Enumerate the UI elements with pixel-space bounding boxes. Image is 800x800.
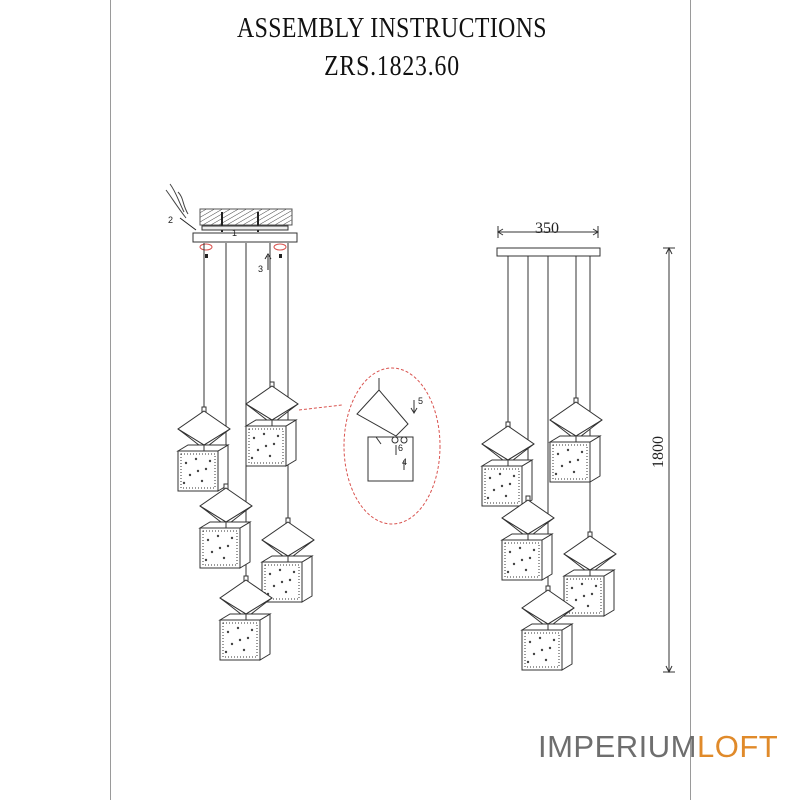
brand-part1: IMPERIUM <box>538 729 697 764</box>
step-label-4: 4 <box>402 457 407 467</box>
pendant-module <box>548 397 603 483</box>
height-dimension-label: 1800 <box>650 436 667 468</box>
pendant-module <box>562 531 617 617</box>
pendant-modules <box>176 381 617 671</box>
brand-logo: IMPERIUMLOFT <box>538 729 778 765</box>
width-dimension-label: 350 <box>535 220 559 237</box>
pendant-module <box>520 585 575 671</box>
model-number: ZRS.1823.60 <box>324 50 460 82</box>
pendant-module <box>244 381 299 467</box>
step-label-6: 6 <box>398 443 403 453</box>
pendant-module <box>500 495 555 581</box>
canopy-right <box>496 247 601 257</box>
pendant-module <box>260 517 315 603</box>
pendant-module <box>218 575 273 661</box>
step-label-2: 2 <box>168 215 173 225</box>
brand-part2: LOFT <box>697 729 779 764</box>
ceiling-hatch <box>199 208 293 226</box>
pendant-module <box>198 483 253 569</box>
step-label-1: 1 <box>232 228 237 238</box>
page-title: ASSEMBLY INSTRUCTIONS <box>237 12 547 44</box>
step-label-5: 5 <box>418 396 423 406</box>
left-frame-line <box>110 0 111 800</box>
detail-callout <box>298 367 441 525</box>
canopy-left <box>192 232 298 243</box>
pendant-module <box>480 421 535 507</box>
step-label-3: 3 <box>258 264 263 274</box>
pendant-module <box>176 406 231 492</box>
right-frame-line <box>690 0 691 800</box>
